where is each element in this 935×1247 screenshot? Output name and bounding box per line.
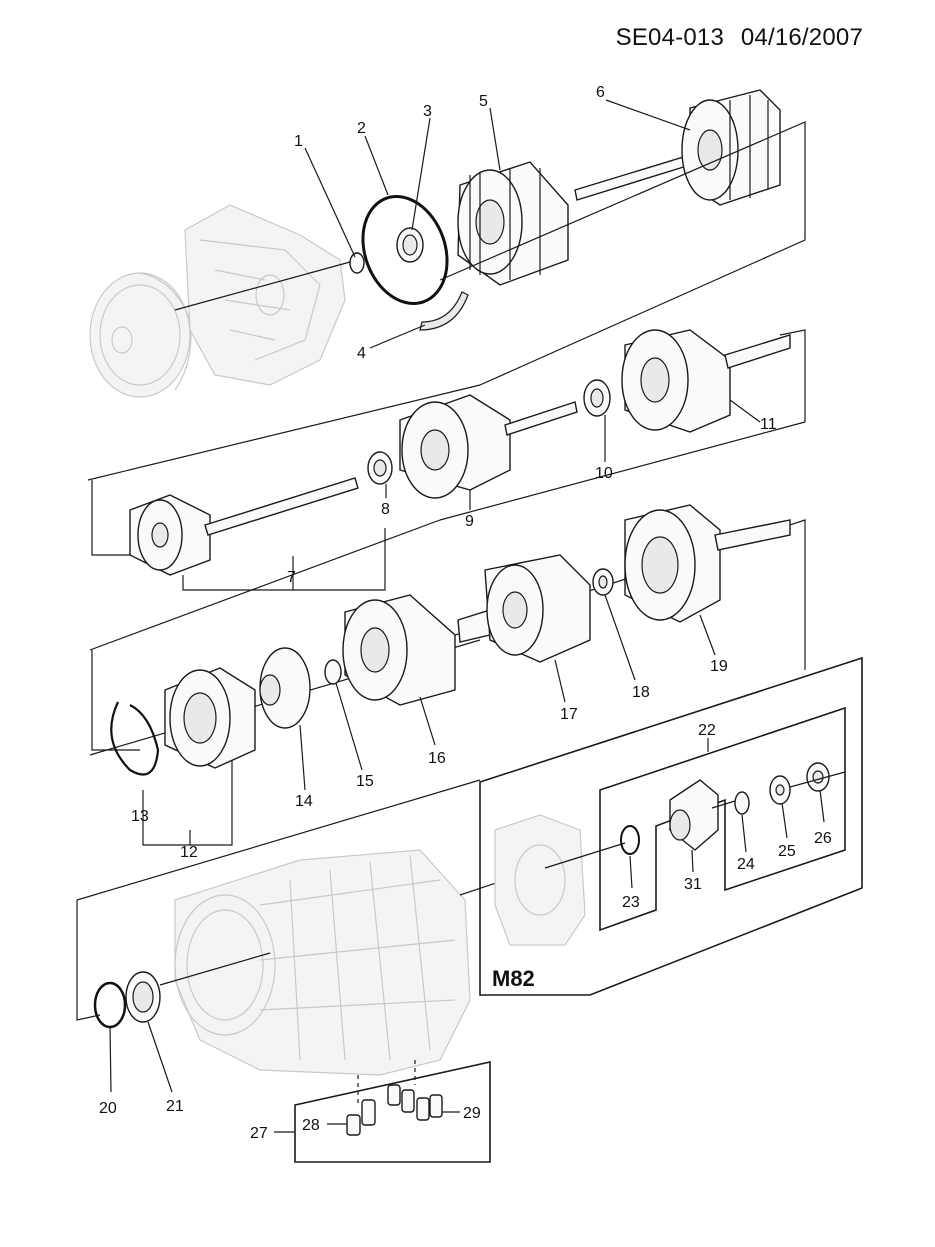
part-29-valve-sleeves[interactable] [387,1084,443,1121]
part-12-clutch-pack[interactable] [164,667,256,769]
part-24-o-ring[interactable] [734,791,750,815]
callout-15: 15 [356,773,374,790]
part-5-clutch-drum[interactable] [457,161,569,286]
torque-converter-illustration [89,272,192,398]
callout-6: 6 [596,84,605,101]
callout-14: 14 [295,793,313,810]
callout-24: 24 [737,856,755,873]
callout-20: 20 [99,1100,117,1117]
callout-17: 17 [560,706,578,723]
callout-2: 2 [357,120,366,137]
document-code: SE04-013 [615,24,724,51]
callout-31: 31 [684,876,702,893]
callout-22: 22 [698,722,716,739]
callout-5: 5 [479,93,488,110]
callout-18: 18 [632,684,650,701]
part-18-thrust-washer[interactable] [592,568,614,596]
part-2-large-seal-ring[interactable] [349,185,462,316]
callout-11: 11 [760,416,777,433]
callout-1: 1 [294,133,303,150]
callout-3: 3 [423,103,432,120]
part-15-snap-ring[interactable] [324,659,342,685]
callout-16: 16 [428,750,446,767]
part-7-output-shaft-assembly[interactable] [129,477,359,576]
part-13-snap-ring[interactable] [110,701,160,776]
part-19-output-ring-gear[interactable] [624,504,791,623]
variant-label: M82 [492,966,535,991]
leader-lines [109,99,825,1133]
diagram-header: SE04-013 04/16/2007 [606,24,863,52]
callout-13: 13 [131,808,149,825]
part-25-washer[interactable] [769,775,791,805]
callout-26: 26 [814,830,832,847]
part-16-clutch-housing[interactable] [342,594,456,706]
callout-25: 25 [778,843,796,860]
part-28-valve-sleeve[interactable] [346,1099,376,1136]
part-11-ring-gear-shaft[interactable] [621,329,791,433]
callout-10: 10 [595,465,613,482]
front-housing-illustration [184,204,346,386]
callout-8: 8 [381,501,390,518]
part-20-rear-seal[interactable] [93,981,127,1029]
document-date: 04/16/2007 [740,24,863,51]
part-23-snap-ring[interactable] [620,825,640,855]
part-1-o-ring[interactable] [349,252,365,274]
part-8-thrust-washer[interactable] [367,451,393,485]
callout-28: 28 [302,1117,320,1134]
transmission-case-illustration [174,849,471,1076]
callout-7: 7 [287,569,296,586]
part-6-input-shaft-drum[interactable] [574,89,781,206]
callout-29: 29 [463,1105,481,1122]
part-14-sun-gear[interactable] [259,647,311,729]
callout-12: 12 [180,844,198,861]
callout-21: 21 [166,1098,184,1115]
part-10-thrust-washer[interactable] [583,379,611,417]
part-21-needle-bearing[interactable] [125,971,161,1023]
part-17-planetary-carrier[interactable] [457,554,591,663]
callout-4: 4 [357,345,366,362]
callout-labels: 1 2 3 4 5 6 7 8 9 10 11 12 13 14 15 16 1… [99,84,832,1142]
part-3-oil-seal[interactable] [396,227,424,263]
callout-9: 9 [465,513,474,530]
m82-rear-cover-illustration [494,814,586,946]
callout-19: 19 [710,658,728,675]
callout-23: 23 [622,894,640,911]
callout-27: 27 [250,1125,268,1142]
part-9-clutch-hub-shaft[interactable] [399,394,578,499]
part-31-output-flange[interactable] [669,779,719,851]
part-4-bearing-segment[interactable] [419,291,469,331]
